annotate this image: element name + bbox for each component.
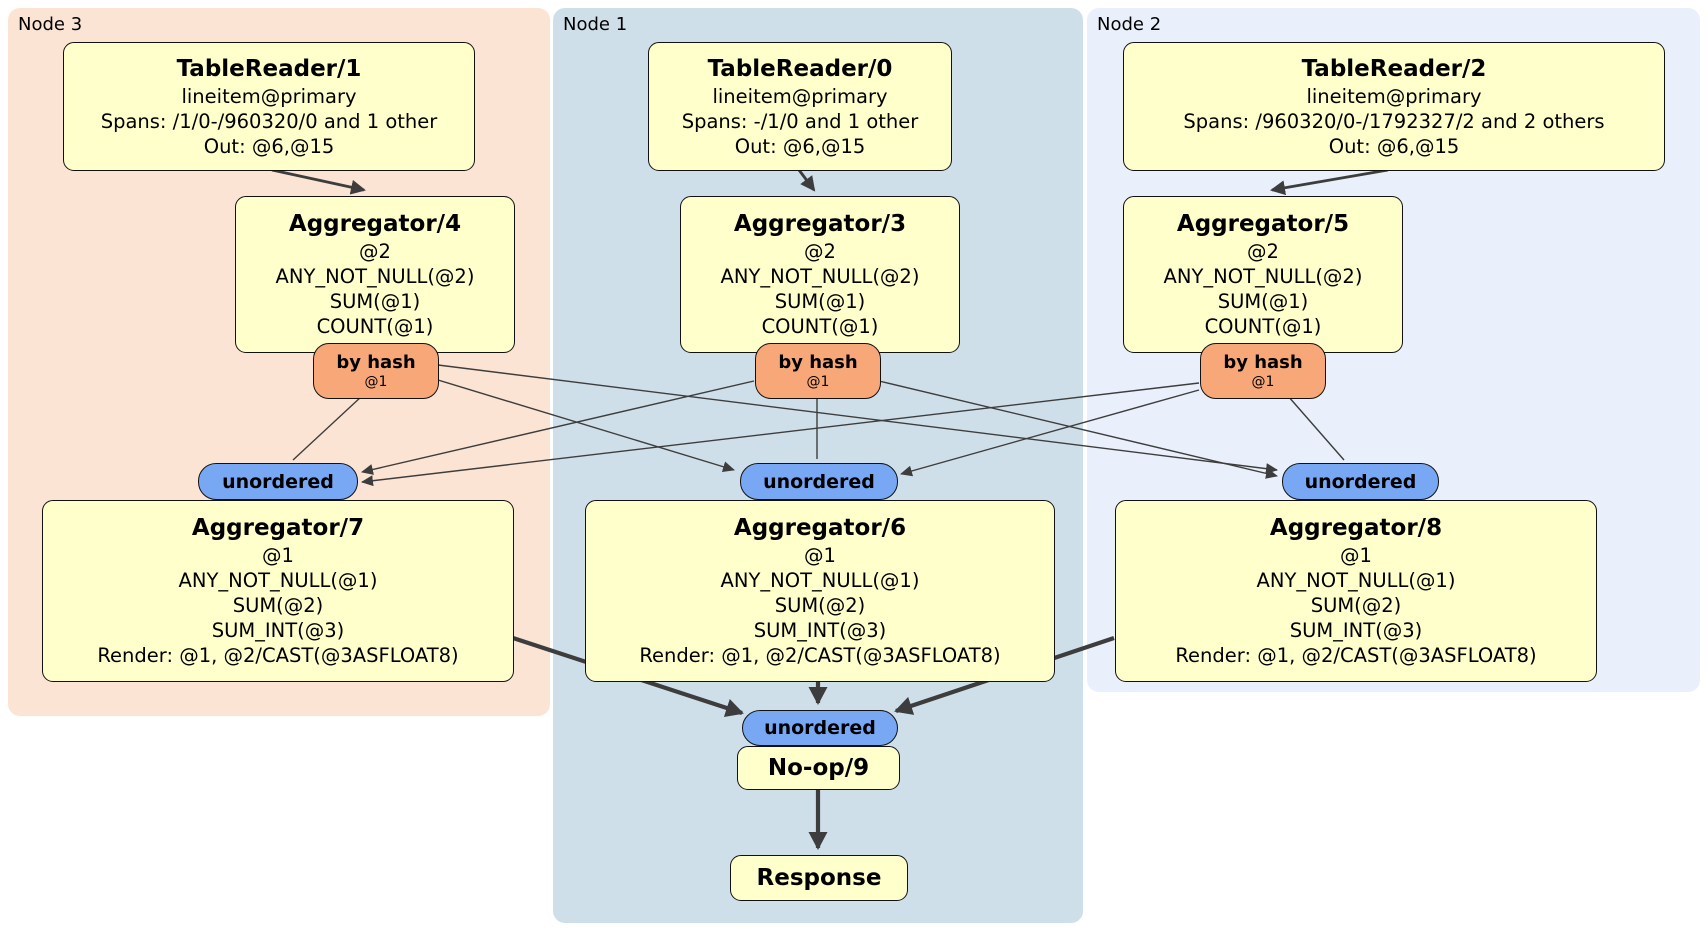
processor-title: Aggregator/6 — [733, 515, 907, 541]
processor-attr-line: Out: @6,@15 — [203, 134, 335, 158]
processor-attr-line: Spans: /960320/0-/1792327/2 and 2 others — [1183, 109, 1605, 133]
processor-attr-line: @1 — [804, 544, 836, 567]
processor-attr-line: @1 — [1340, 544, 1372, 567]
processor-attr-line: Render: @1, @2/CAST(@3ASFLOAT8) — [1175, 644, 1537, 667]
processor-attr-line: lineitem@primary — [1306, 84, 1482, 108]
processor-attr-line: Out: @6,@15 — [1328, 134, 1460, 158]
processor-attr-line: @1 — [262, 544, 294, 567]
processor-title: Aggregator/5 — [1176, 211, 1350, 237]
processor-attr-line: SUM(@1) — [774, 290, 866, 313]
processor-attr-line: Render: @1, @2/CAST(@3ASFLOAT8) — [97, 644, 459, 667]
processor-attr-line: SUM(@2) — [774, 594, 866, 617]
processor-attr-line: @2 — [359, 240, 391, 263]
processor-tablereader-1: TableReader/1 lineitem@primary Spans: /1… — [63, 42, 475, 171]
processor-title: TableReader/0 — [707, 55, 893, 82]
processor-attr-line: SUM(@2) — [1310, 594, 1402, 617]
node-group-label: Node 3 — [18, 14, 83, 35]
processor-attr-line: @2 — [1247, 240, 1279, 263]
processor-aggregator-7: Aggregator/7 @1 ANY_NOT_NULL(@1) SUM(@2)… — [42, 500, 514, 682]
router-by-hash-node1: by hash @1 — [755, 343, 881, 399]
processor-attr-line: lineitem@primary — [181, 84, 357, 108]
processor-attr-line: ANY_NOT_NULL(@1) — [178, 569, 378, 592]
processor-attr-line: @2 — [804, 240, 836, 263]
processor-attr-line: ANY_NOT_NULL(@1) — [1256, 569, 1456, 592]
synchronizer-unordered-final: unordered — [742, 710, 898, 746]
synchronizer-label: unordered — [764, 717, 876, 739]
processor-noop-9: No-op/9 — [737, 746, 900, 790]
processor-attr-line: ANY_NOT_NULL(@1) — [720, 569, 920, 592]
synchronizer-label: unordered — [1304, 470, 1417, 493]
processor-aggregator-5: Aggregator/5 @2 ANY_NOT_NULL(@2) SUM(@1)… — [1123, 196, 1403, 353]
processor-attr-line: Out: @6,@15 — [734, 134, 866, 158]
processor-title: Response — [756, 864, 882, 891]
processor-attr-line: ANY_NOT_NULL(@2) — [720, 265, 920, 288]
processor-attr-line: COUNT(@1) — [761, 315, 879, 338]
router-by-hash-node3: by hash @1 — [313, 343, 439, 399]
processor-tablereader-0: TableReader/0 lineitem@primary Spans: -/… — [648, 42, 952, 171]
processor-tablereader-2: TableReader/2 lineitem@primary Spans: /9… — [1123, 42, 1665, 171]
router-label: by hash — [336, 351, 416, 373]
processor-title: TableReader/1 — [176, 55, 362, 82]
router-label: by hash — [778, 351, 858, 373]
processor-attr-line: ANY_NOT_NULL(@2) — [275, 265, 475, 288]
synchronizer-label: unordered — [763, 470, 875, 493]
processor-attr-line: COUNT(@1) — [316, 315, 434, 338]
processor-attr-line: SUM(@1) — [1217, 290, 1309, 313]
processor-attr-line: SUM_INT(@3) — [753, 619, 887, 642]
node-group-label: Node 1 — [563, 14, 628, 35]
router-detail: @1 — [1251, 373, 1275, 390]
router-detail: @1 — [806, 373, 830, 390]
router-label: by hash — [1223, 351, 1303, 373]
processor-title: Aggregator/4 — [288, 211, 462, 237]
router-by-hash-node2: by hash @1 — [1200, 343, 1326, 399]
processor-attr-line: Spans: /1/0-/960320/0 and 1 other — [100, 109, 438, 133]
synchronizer-unordered-node2: unordered — [1282, 463, 1439, 500]
processor-aggregator-4: Aggregator/4 @2 ANY_NOT_NULL(@2) SUM(@1)… — [235, 196, 515, 353]
processor-attr-line: Render: @1, @2/CAST(@3ASFLOAT8) — [639, 644, 1001, 667]
processor-response: Response — [730, 855, 908, 901]
processor-attr-line: ANY_NOT_NULL(@2) — [1163, 265, 1363, 288]
processor-attr-line: SUM_INT(@3) — [211, 619, 345, 642]
processor-attr-line: SUM(@2) — [232, 594, 324, 617]
processor-aggregator-8: Aggregator/8 @1 ANY_NOT_NULL(@1) SUM(@2)… — [1115, 500, 1597, 682]
processor-title: Aggregator/3 — [733, 211, 907, 237]
router-detail: @1 — [364, 373, 388, 390]
synchronizer-unordered-node3: unordered — [198, 463, 358, 500]
synchronizer-unordered-node1: unordered — [740, 463, 898, 500]
processor-attr-line: SUM(@1) — [329, 290, 421, 313]
processor-attr-line: lineitem@primary — [712, 84, 888, 108]
processor-title: TableReader/2 — [1301, 55, 1487, 82]
synchronizer-label: unordered — [222, 470, 334, 493]
processor-title: Aggregator/7 — [191, 515, 365, 541]
processor-attr-line: Spans: -/1/0 and 1 other — [681, 109, 919, 133]
processor-title: No-op/9 — [767, 754, 870, 781]
processor-aggregator-6: Aggregator/6 @1 ANY_NOT_NULL(@1) SUM(@2)… — [585, 500, 1055, 682]
processor-attr-line: SUM_INT(@3) — [1289, 619, 1423, 642]
node-group-label: Node 2 — [1097, 14, 1162, 35]
processor-aggregator-3: Aggregator/3 @2 ANY_NOT_NULL(@2) SUM(@1)… — [680, 196, 960, 353]
processor-title: Aggregator/8 — [1269, 515, 1443, 541]
processor-attr-line: COUNT(@1) — [1204, 315, 1322, 338]
